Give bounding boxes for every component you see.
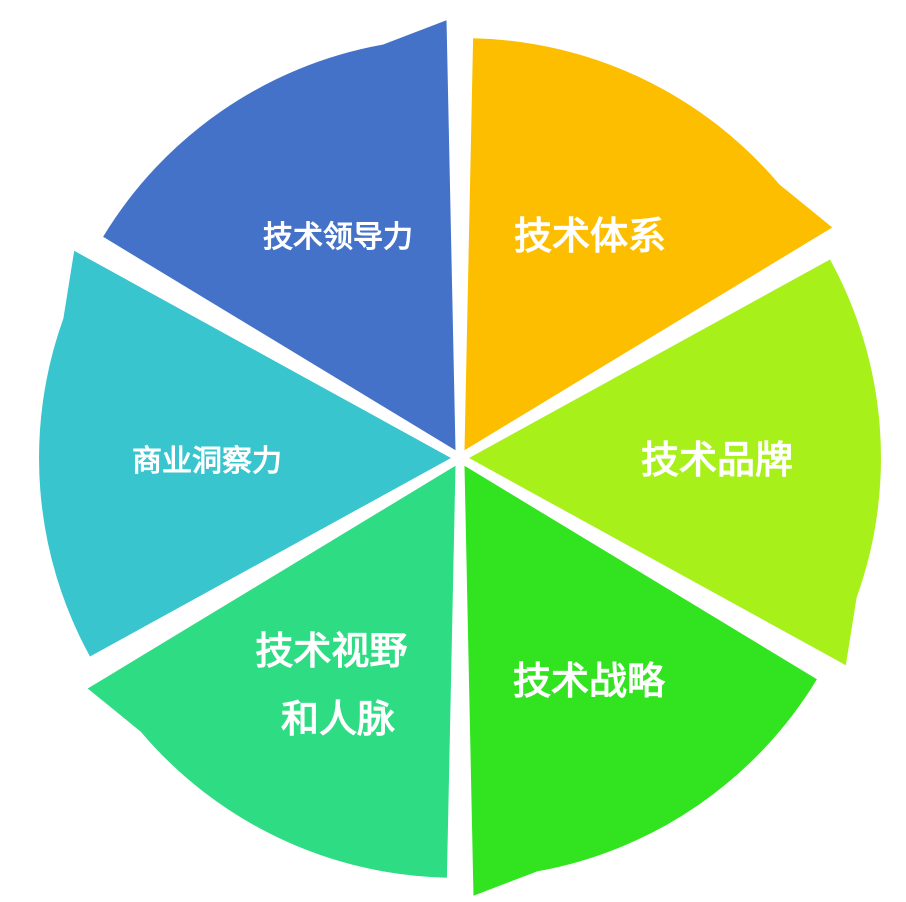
segment-label-tech-brand: 技术品牌	[641, 438, 793, 482]
segments-layer	[39, 20, 881, 896]
segment-label-tech-strategy: 技术战略	[513, 659, 666, 703]
segment-tech-brand	[469, 259, 881, 666]
segment-label-tech-strategy-line-0: 技术战略	[513, 659, 666, 703]
segment-label-tech-leadership: 技术领导力	[263, 220, 413, 255]
segment-label-tech-leadership-line-0: 技术领导力	[263, 220, 413, 255]
segment-label-tech-vision-line-0: 技术视野	[255, 629, 407, 673]
segment-label-tech-system: 技术体系	[514, 214, 666, 258]
segment-label-tech-system-line-0: 技术体系	[514, 214, 666, 258]
segment-tech-vision	[87, 465, 456, 878]
labels-layer: 技术体系 技术品牌 技术战略 技术视野 和人脉 商业洞察力 技术领导力	[132, 214, 793, 742]
segment-tech-leadership	[103, 20, 456, 451]
segment-label-tech-vision-line-1: 和人脉	[281, 697, 396, 741]
segment-tech-system	[464, 38, 833, 451]
segment-biz-insight	[39, 250, 451, 657]
segment-label-tech-brand-line-0: 技术品牌	[641, 438, 793, 482]
segment-tech-strategy	[464, 465, 817, 896]
segment-label-tech-vision: 技术视野 和人脉	[255, 629, 420, 741]
segment-label-biz-insight-line-0: 商业洞察力	[132, 444, 282, 479]
segment-label-biz-insight: 商业洞察力	[132, 444, 282, 479]
